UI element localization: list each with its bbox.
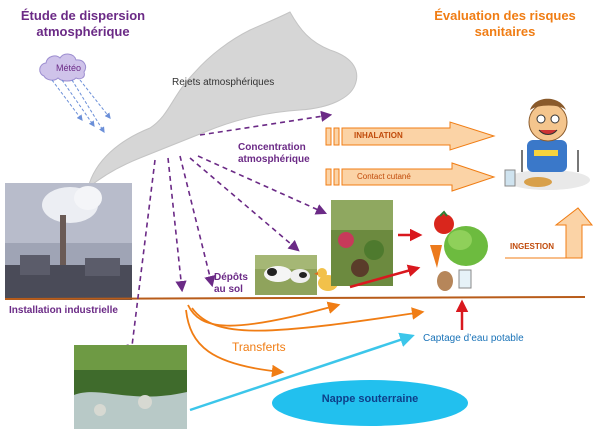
contact-arrow [325, 162, 496, 192]
cows-photo [255, 255, 317, 295]
concentration-line2: atmosphérique [238, 154, 310, 165]
emissions-label: Rejets atmosphériques [172, 77, 275, 88]
vegetables-icon [430, 210, 488, 291]
deposits-line2: au sol [214, 284, 243, 295]
transfer-arrows [185, 301, 425, 378]
water-intake-label: Captage d’eau potable [423, 333, 524, 344]
skin-contact-label: Contact cutané [357, 172, 411, 181]
exposure-arrows [349, 228, 469, 330]
ingestion-label: INGESTION [510, 242, 555, 251]
left-title: Étude de dispersion atmosphérique [8, 8, 158, 40]
water-arrows [189, 332, 415, 412]
ground-line [4, 296, 586, 300]
smoke-plume [87, 11, 358, 190]
right-title-line2: sanitaires [474, 24, 536, 39]
installation-label: Installation industrielle [9, 305, 118, 316]
left-title-line1: Étude de dispersion [20, 8, 146, 23]
deposits-line1: Dépôts [214, 272, 248, 283]
inhalation-label: INHALATION [354, 131, 403, 140]
groundwater-ellipse [272, 380, 468, 426]
ingestion-arrow [505, 207, 594, 259]
right-title-line1: Évaluation des risques [434, 8, 576, 23]
deposition-arrows [126, 110, 333, 357]
inhalation-arrow [325, 121, 496, 151]
person-eating-icon [504, 98, 590, 190]
concentration-label: Concentration atmosphérique [238, 142, 318, 166]
transfers-label: Transferts [232, 340, 286, 354]
meteo-cloud-icon [39, 53, 111, 134]
groundwater-label: Nappe souterraine [321, 393, 419, 405]
industrial-photo [5, 183, 132, 300]
concentration-line1: Concentration [238, 142, 306, 153]
deposits-label: Dépôts au sol [214, 272, 248, 296]
meteo-label: Météo [56, 63, 82, 73]
river-photo [74, 345, 187, 429]
right-title: Évaluation des risques sanitaires [420, 8, 590, 40]
garden-photo [331, 200, 393, 286]
left-title-line2: atmosphérique [36, 24, 130, 39]
